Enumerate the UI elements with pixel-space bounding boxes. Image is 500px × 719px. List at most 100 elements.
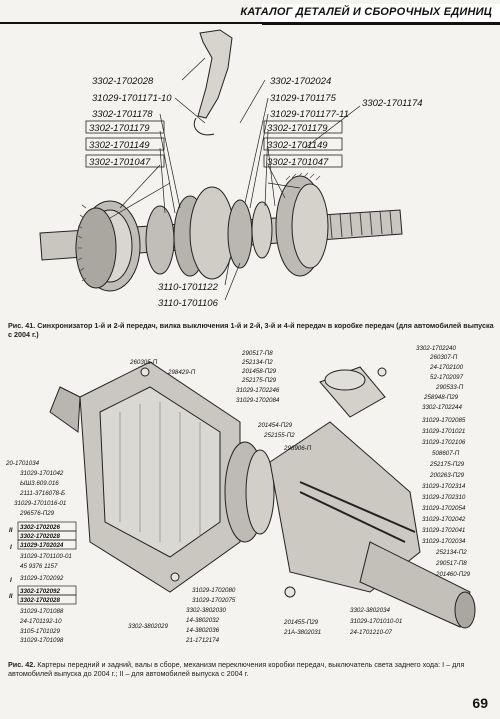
- label-3302-3802030: 3302-3802030: [186, 607, 226, 614]
- figure-41: 3302-1702028 31029-1701171-10 3302-17011…: [0, 28, 500, 318]
- label-31029-1702084: 31029-1702084: [236, 397, 280, 404]
- label-31029-1701175: 31029-1701175: [270, 93, 337, 104]
- label-298429-p: 298429-П: [167, 369, 196, 376]
- label-31029-1702075: 31029-1702075: [192, 597, 236, 604]
- label-31029-1702054: 31029-1702054: [422, 505, 466, 512]
- label-3302-1702026: 3302-1702026: [20, 524, 60, 531]
- synchronizer-drawing: 3302-1702028 31029-1701171-10 3302-17011…: [39, 29, 423, 309]
- label-3302-1702244: 3302-1702244: [422, 404, 462, 411]
- label-260305-p: 260305-П: [129, 359, 158, 366]
- label-31029-1701098: 31029-1701098: [20, 637, 64, 642]
- label-3302-1701179-right: 3302-1701179: [267, 123, 328, 134]
- figure-42-caption: Рис. 42. Картеры передний и задний, валы…: [8, 660, 492, 678]
- label-508607-p: 508607-П: [432, 450, 460, 457]
- label-290517-p8-top: 290517-П8: [241, 350, 273, 357]
- label-3302-1702028-b: 3302-1702028: [20, 597, 60, 604]
- figure-42: 20-1701034 31029-1701042 ЫШ3.609.016 211…: [0, 342, 500, 644]
- label-31029-1701016-01: 31029-1701016-01: [14, 500, 66, 507]
- gearbox-drawing: 20-1701034 31029-1701042 ЫШ3.609.016 211…: [5, 345, 476, 644]
- label-260307-p: 260307-П: [429, 354, 458, 361]
- label-252134-p2-top: 252134-П2: [241, 359, 273, 366]
- right-labels: 3302-1702240 260307-П 24-1702100 52-1702…: [416, 345, 471, 578]
- label-290517-p8-right: 290517-П8: [435, 560, 467, 567]
- label-21a-3802031: 21А-3802031: [283, 629, 321, 636]
- top-center-labels: 290517-П8 252134-П2 201458-П29 252175-П2…: [236, 350, 312, 452]
- label-3302-3802029: 3302-3802029: [128, 623, 168, 630]
- label-258948-p29: 258948-П29: [423, 394, 459, 401]
- label-31029-1701021: 31029-1701021: [422, 428, 465, 435]
- label-ysh3-609-016: ЫШ3.609.016: [20, 480, 59, 487]
- label-296906-p: 296906-П: [283, 445, 312, 452]
- shaft-illustration: [39, 29, 403, 292]
- label-31029-1702092: 31029-1702092: [20, 575, 64, 582]
- label-252134-p2-right: 252134-П2: [435, 549, 467, 556]
- header-bar: [262, 4, 500, 25]
- label-14-3802036: 14-3802036: [186, 627, 220, 634]
- page-number: 69: [472, 695, 488, 711]
- roman-label-i-b: I: [10, 577, 12, 584]
- label-31029-1701010-01: 31029-1701010-01: [350, 618, 402, 625]
- label-3302-3802034: 3302-3802034: [350, 607, 390, 614]
- label-31029-1702106: 31029-1702106: [422, 439, 466, 446]
- figure-41-caption: Рис. 41. Синхронизатор 1-й и 2-й передач…: [8, 321, 494, 339]
- label-201460-p29: 201460-П29: [435, 571, 471, 578]
- label-31029-1701171-10: 31029-1701171-10: [92, 93, 172, 104]
- label-3302-1702028: 3302-1702028: [92, 76, 154, 87]
- label-3302-1702240: 3302-1702240: [416, 345, 456, 352]
- label-3105-1701029: 3105-1701029: [20, 628, 60, 635]
- label-3302-1701174: 3302-1701174: [362, 98, 423, 109]
- label-31029-1702080: 31029-1702080: [192, 587, 236, 594]
- label-31029-1702041: 31029-1702041: [422, 527, 465, 534]
- label-31029-1702314: 31029-1702314: [422, 483, 466, 490]
- label-31029-1702042: 31029-1702042: [422, 516, 466, 523]
- label-3302-1701047-left: 3302-1701047: [89, 157, 151, 168]
- figure-42-caption-prefix: Рис. 42.: [8, 660, 36, 669]
- label-24-1702100: 24-1702100: [429, 364, 464, 371]
- label-3302-1702024: 3302-1702024: [270, 76, 331, 87]
- gearbox-illustration: [49, 361, 476, 629]
- label-3302-1701149-left: 3302-1701149: [89, 140, 150, 151]
- header-title: КАТАЛОГ ДЕТАЛЕЙ И СБОРОЧНЫХ ЕДИНИЦ: [240, 6, 492, 18]
- page-header: КАТАЛОГ ДЕТАЛЕЙ И СБОРОЧНЫХ ЕДИНИЦ: [0, 0, 500, 26]
- label-31029-1702085: 31029-1702085: [422, 417, 466, 424]
- label-31029-1702034: 31029-1702034: [422, 538, 466, 545]
- label-201454-p29: 201454-П29: [257, 422, 293, 429]
- label-290533-p: 290533-П: [435, 384, 464, 391]
- label-3110-1701106: 3110-1701106: [158, 298, 219, 309]
- label-31029-1702246: 31029-1702246: [236, 387, 280, 394]
- label-20-1701034: 20-1701034: [5, 460, 40, 467]
- label-31029-1702310: 31029-1702310: [422, 494, 466, 501]
- label-24-1701192-10: 24-1701192-10: [19, 618, 62, 625]
- label-2111-3716078-b: 2111-3716078-Б: [19, 490, 65, 497]
- leader-lines: [109, 57, 361, 301]
- label-3302-1702028-a: 3302-1702028: [20, 533, 60, 540]
- label-45-9376-1157: 45 9376 1157: [20, 563, 58, 570]
- label-31029-1701100-01: 31029-1701100-01: [20, 553, 72, 560]
- figure-42-caption-text: Картеры передний и задний, валы в сборе,…: [8, 660, 465, 678]
- label-201455-p29: 201455-П29: [283, 619, 319, 626]
- label-252175-p29-top: 252175-П29: [241, 377, 277, 384]
- label-252175-p29-right: 252175-П29: [429, 461, 465, 468]
- label-3302-1701178: 3302-1701178: [92, 109, 153, 120]
- label-24-1701210-07: 24-1701210-07: [349, 629, 393, 636]
- bottom-labels: 3302-3802029 31029-1702080 31029-1702075…: [128, 587, 402, 644]
- roman-label-i-a: I: [10, 544, 12, 551]
- label-3110-1701122: 3110-1701122: [158, 282, 219, 293]
- label-21-1712174: 21-1712174: [185, 637, 220, 642]
- label-296576-p29: 296576-П29: [19, 510, 55, 517]
- label-31029-1701177-11: 31029-1701177-11: [270, 109, 349, 120]
- left-labels: 20-1701034 31029-1701042 ЫШ3.609.016 211…: [5, 460, 72, 644]
- label-3302-1701179-left: 3302-1701179: [89, 123, 150, 134]
- label-3302-1702092: 3302-1702092: [20, 588, 60, 595]
- label-31029-1702024: 31029-1702024: [20, 542, 64, 549]
- label-3302-1701047-right: 3302-1701047: [267, 157, 329, 168]
- label-3302-1701149-right: 3302-1701149: [267, 140, 328, 151]
- header-rule: [0, 22, 262, 24]
- roman-label-ii-a: II: [9, 527, 13, 534]
- label-201458-p29: 201458-П29: [241, 368, 277, 375]
- label-31029-1701088: 31029-1701088: [20, 608, 64, 615]
- roman-label-ii-b: II: [9, 593, 13, 600]
- label-200263-p29: 200263-П29: [429, 472, 465, 479]
- label-31029-1701042: 31029-1701042: [20, 470, 64, 477]
- label-14-3802032: 14-3802032: [186, 617, 220, 624]
